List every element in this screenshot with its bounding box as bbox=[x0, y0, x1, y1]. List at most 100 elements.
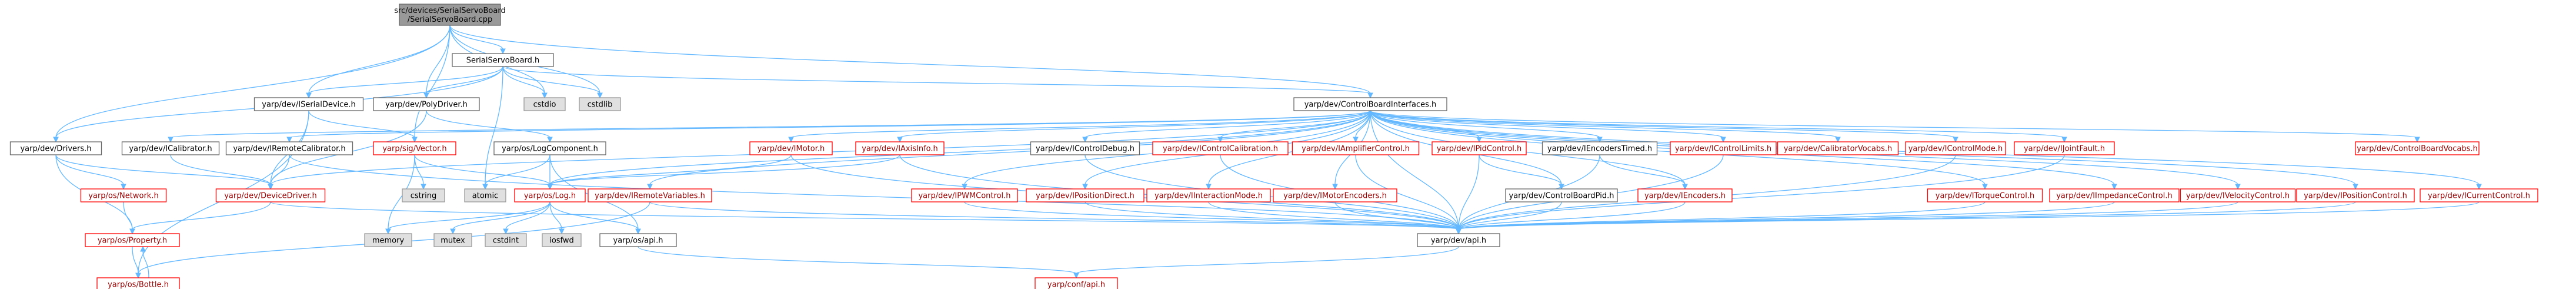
edge-arrowhead bbox=[2414, 137, 2420, 143]
edge-arrowhead bbox=[450, 228, 456, 235]
node-iposdirect[interactable]: yarp/dev/IPositionDirect.h bbox=[1026, 188, 1144, 202]
node-iosfwd: iosfwd bbox=[542, 233, 582, 247]
node-box bbox=[855, 141, 945, 155]
node-ivel[interactable]: yarp/dev/IVelocityControl.h bbox=[2180, 188, 2296, 202]
node-iaxis[interactable]: yarp/dev/IAxisInfo.h bbox=[855, 141, 945, 155]
node-label: yarp/sig/Vector.h bbox=[382, 145, 446, 154]
node-box bbox=[1670, 141, 1777, 155]
node-ipos[interactable]: yarp/dev/IPositionControl.h bbox=[2296, 188, 2415, 202]
edge-devdrv-to-property bbox=[129, 201, 271, 235]
edge-icalib-to-devdrv bbox=[170, 154, 273, 190]
node-sigvec[interactable]: yarp/sig/Vector.h bbox=[373, 141, 456, 155]
edge-ssb-to-cbi bbox=[502, 66, 1373, 99]
edge-cbi-to-iintmode bbox=[1206, 110, 1371, 190]
node-label: yarp/dev/ControlBoardInterfaces.h bbox=[1304, 101, 1437, 109]
node-iclimits[interactable]: yarp/dev/IControlLimits.h bbox=[1670, 141, 1777, 155]
node-ssb[interactable]: SerialServoBoard.h bbox=[452, 53, 554, 67]
node-cstdint: cstdint bbox=[485, 233, 527, 247]
node-iremvar[interactable]: yarp/dev/IRemoteVariables.h bbox=[588, 188, 712, 202]
edge-cbi-to-icdebug bbox=[1082, 110, 1371, 143]
node-label: mutex bbox=[441, 237, 465, 245]
node-box bbox=[1905, 141, 2006, 155]
node-network[interactable]: yarp/os/Network.h bbox=[80, 188, 167, 202]
node-mutex: mutex bbox=[433, 233, 472, 247]
node-label: yarp/dev/api.h bbox=[1431, 237, 1486, 245]
edge-ssb-to-cstdlib bbox=[502, 66, 603, 99]
edge-arrowhead bbox=[53, 137, 59, 143]
node-icmode[interactable]: yarp/dev/IControlMode.h bbox=[1905, 141, 2006, 155]
node-iremcal[interactable]: yarp/dev/IRemoteCalibrator.h bbox=[225, 141, 353, 155]
edge-ipid-to-devapi bbox=[1456, 154, 1480, 235]
node-cstring: cstring bbox=[402, 188, 445, 202]
node-box bbox=[1505, 188, 1618, 202]
edge-arrowhead bbox=[788, 137, 794, 143]
edge-bottle-to-property bbox=[140, 245, 149, 278]
node-icdebug[interactable]: yarp/dev/IControlDebug.h bbox=[1030, 141, 1140, 155]
node-devdrv[interactable]: yarp/dev/DeviceDriver.h bbox=[215, 188, 326, 202]
node-box bbox=[749, 141, 833, 155]
node-ipid[interactable]: yarp/dev/IPidControl.h bbox=[1432, 141, 1527, 155]
node-oslog[interactable]: yarp/os/Log.h bbox=[514, 188, 586, 202]
node-confapi[interactable]: yarp/conf/api.h bbox=[1035, 277, 1118, 289]
edge-arrowhead bbox=[1082, 184, 1088, 190]
node-imotenc[interactable]: yarp/dev/IMotorEncoders.h bbox=[1273, 188, 1397, 202]
node-drivers[interactable]: yarp/dev/Drivers.h bbox=[9, 141, 102, 155]
node-cbi[interactable]: yarp/dev/ControlBoardInterfaces.h bbox=[1293, 97, 1447, 111]
node-devapi[interactable]: yarp/dev/api.h bbox=[1417, 233, 1500, 247]
node-imotor[interactable]: yarp/dev/IMotor.h bbox=[749, 141, 833, 155]
node-box bbox=[85, 233, 180, 247]
node-icalib[interactable]: yarp/dev/ICalibrator.h bbox=[121, 141, 220, 155]
node-box bbox=[1152, 141, 1289, 155]
node-box bbox=[2296, 188, 2415, 202]
node-box bbox=[2180, 188, 2296, 202]
node-label: yarp/dev/DeviceDriver.h bbox=[224, 192, 317, 201]
node-label: yarp/dev/IAxisInfo.h bbox=[862, 145, 938, 154]
edge-root-to-sigvec bbox=[412, 25, 451, 143]
node-box bbox=[373, 97, 480, 111]
edge-arrowhead bbox=[897, 137, 903, 143]
node-ienctimed[interactable]: yarp/dev/IEncodersTimed.h bbox=[1541, 141, 1658, 155]
edge-cbi-to-ijfault bbox=[1370, 110, 2067, 143]
node-box bbox=[121, 141, 220, 155]
node-box bbox=[1777, 141, 1899, 155]
node-polydrv[interactable]: yarp/dev/PolyDriver.h bbox=[373, 97, 480, 111]
node-osapi[interactable]: yarp/os/api.h bbox=[599, 233, 677, 247]
edge-ssb-to-cstdio bbox=[502, 66, 548, 99]
edge-arrowhead bbox=[559, 228, 565, 235]
node-iampl[interactable]: yarp/dev/IAmplifierControl.h bbox=[1292, 141, 1420, 155]
node-ijfault[interactable]: yarp/dev/IJointFault.h bbox=[2014, 141, 2115, 155]
node-itorque[interactable]: yarp/dev/ITorqueControl.h bbox=[1927, 188, 2043, 202]
edge-arrowhead bbox=[412, 137, 418, 143]
node-label: yarp/dev/IInteractionMode.h bbox=[1154, 192, 1263, 201]
node-iencoders[interactable]: yarp/dev/IEncoders.h bbox=[1637, 188, 1733, 202]
edge-arrowhead bbox=[168, 137, 173, 143]
node-bottle[interactable]: yarp/os/Bottle.h bbox=[96, 277, 180, 289]
node-label: yarp/dev/ISerialDevice.h bbox=[262, 101, 355, 109]
edge-iserial-to-sigvec bbox=[308, 110, 418, 143]
node-label: yarp/dev/IControlLimits.h bbox=[1675, 145, 1771, 154]
node-cbpid[interactable]: yarp/dev/ControlBoardPid.h bbox=[1505, 188, 1618, 202]
node-label: yarp/dev/IControlDebug.h bbox=[1036, 145, 1134, 154]
node-box bbox=[1292, 141, 1420, 155]
node-iccalib[interactable]: yarp/dev/IControlCalibration.h bbox=[1152, 141, 1289, 155]
node-property[interactable]: yarp/os/Property.h bbox=[85, 233, 180, 247]
node-iserial[interactable]: yarp/dev/ISerialDevice.h bbox=[253, 97, 364, 111]
node-cbvocabs[interactable]: yarp/dev/ControlBoardVocabs.h bbox=[2355, 141, 2480, 155]
node-ipwm[interactable]: yarp/dev/IPWMControl.h bbox=[911, 188, 1018, 202]
node-label: yarp/dev/CalibratorVocabs.h bbox=[1784, 145, 1893, 154]
edge-oslog-to-iosfwd bbox=[549, 201, 565, 235]
node-label: yarp/conf/api.h bbox=[1047, 281, 1105, 289]
node-logcomp[interactable]: yarp/os/LogComponent.h bbox=[493, 141, 606, 155]
edge-cbi-to-icalib bbox=[168, 110, 1371, 143]
node-iintmode[interactable]: yarp/dev/IInteractionMode.h bbox=[1146, 188, 1271, 202]
edge-arrowhead bbox=[503, 228, 509, 235]
node-iimped[interactable]: yarp/dev/IImpedanceControl.h bbox=[2049, 188, 2180, 202]
node-label: yarp/dev/IMotorEncoders.h bbox=[1283, 192, 1387, 201]
edge-arrowhead bbox=[268, 184, 273, 190]
edge-cbi-to-imotor bbox=[788, 110, 1371, 143]
node-calvocabs[interactable]: yarp/dev/CalibratorVocabs.h bbox=[1777, 141, 1899, 155]
node-box bbox=[2355, 141, 2480, 155]
node-icurrent[interactable]: yarp/dev/ICurrentControl.h bbox=[2420, 188, 2538, 202]
node-label: yarp/dev/ControlBoardVocabs.h bbox=[2357, 145, 2478, 154]
edge-arrowhead bbox=[482, 184, 488, 190]
